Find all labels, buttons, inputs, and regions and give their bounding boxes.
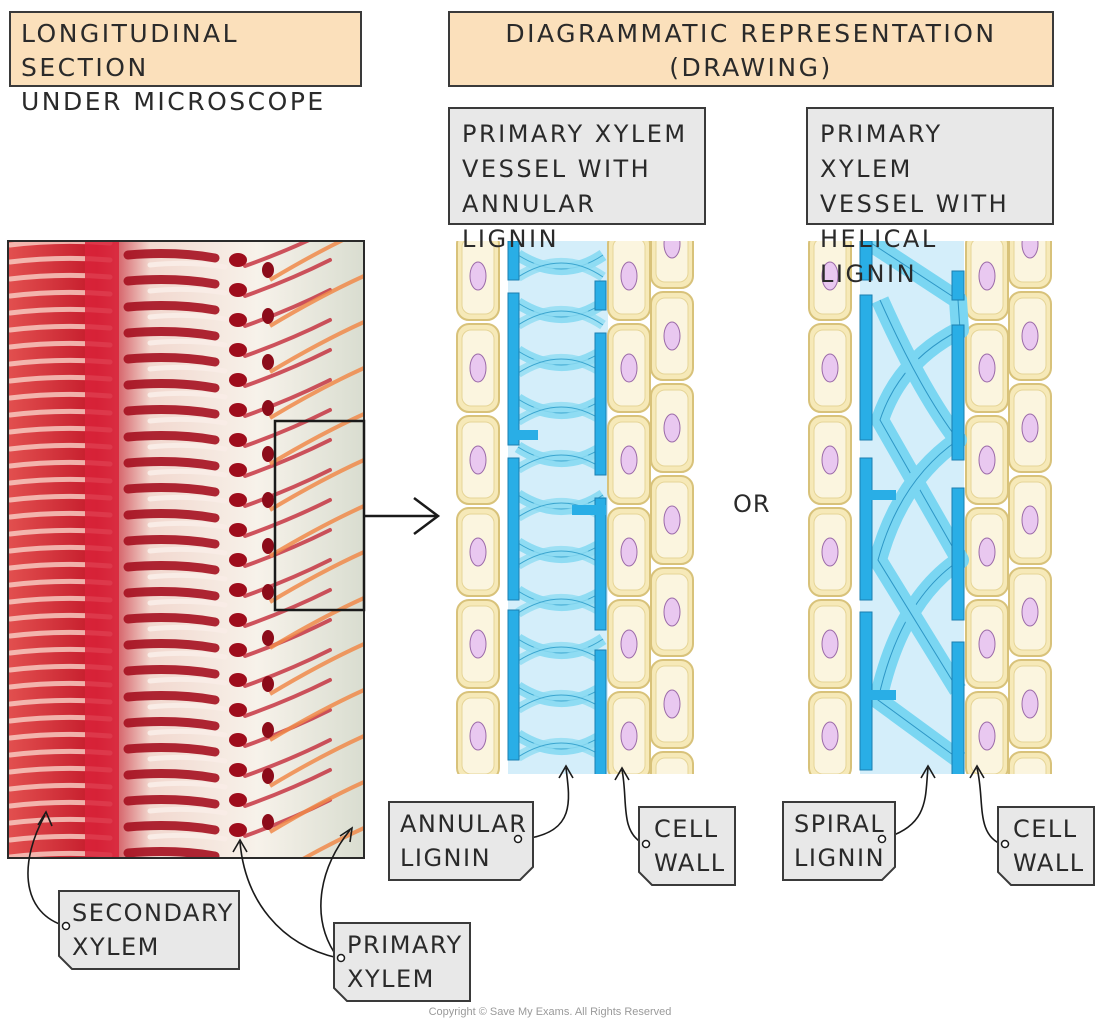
- annular-vessel-drawing: [455, 241, 695, 774]
- header-diagram: DIAGRAMMATIC REPRESENTATION (DRAWING): [448, 11, 1054, 87]
- label-annular-lignin: ANNULAR LIGNIN: [388, 801, 534, 881]
- label-cell-wall-1: CELL WALL: [638, 806, 736, 886]
- subheader-annular: PRIMARY XYLEM VESSEL WITH ANNULAR LIGNIN: [448, 107, 706, 253]
- zoom-arrow-icon: [364, 497, 441, 535]
- label-cell-wall-2: CELL WALL: [997, 806, 1095, 886]
- tag-shape: [638, 806, 736, 886]
- label-secondary-xylem: SECONDARY XYLEM: [58, 890, 240, 970]
- label-primary-xylem: PRIMARY XYLEM: [333, 922, 471, 1002]
- tag-shape: [997, 806, 1095, 886]
- helical-vessel-drawing: [808, 241, 1052, 774]
- subheader-helical: PRIMARY XYLEM VESSEL WITH HELICAL LIGNIN: [806, 107, 1054, 288]
- label-spiral-lignin: SPIRAL LIGNIN: [782, 801, 896, 881]
- tag-shape: [388, 801, 534, 881]
- tag-shape: [782, 801, 896, 881]
- header-microscope: LONGITUDINAL SECTION UNDER MICROSCOPE: [9, 11, 362, 116]
- pointer-arrows: [27, 764, 1004, 959]
- tag-shape: [58, 890, 240, 970]
- or-label: OR: [733, 490, 771, 518]
- microscope-image: [7, 240, 441, 859]
- copyright-text: Copyright © Save My Exams. All Rights Re…: [428, 1006, 672, 1018]
- tag-shape: [333, 922, 471, 1002]
